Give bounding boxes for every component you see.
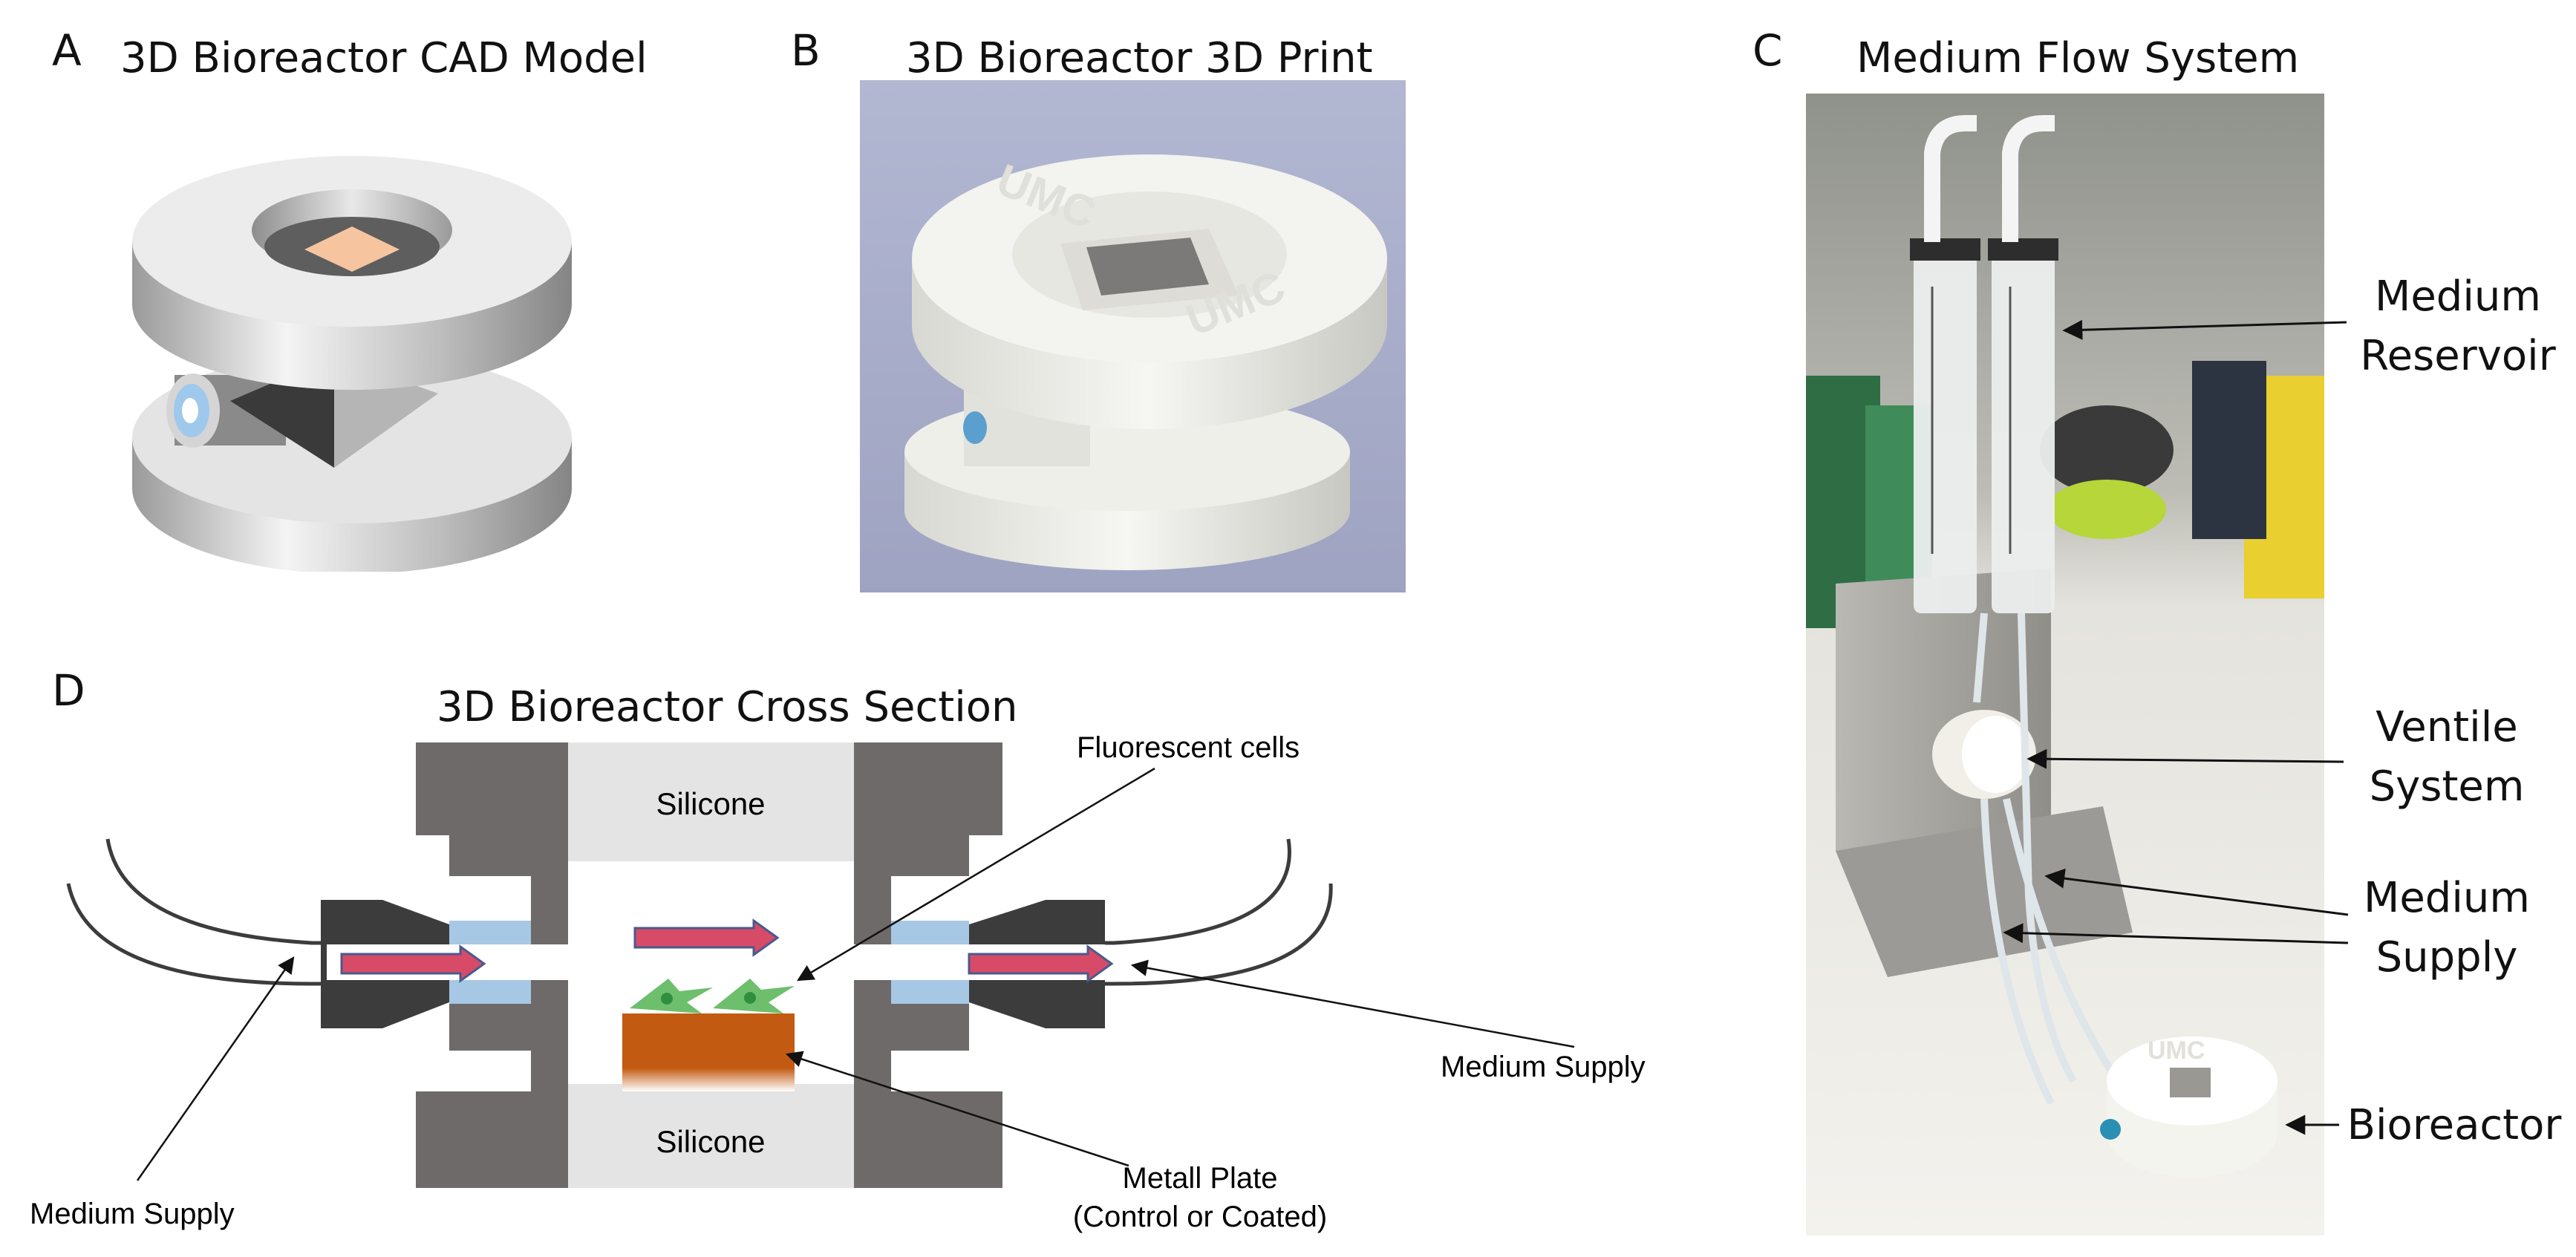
window-left-bottom <box>449 980 531 1004</box>
label-medium-supply-right: Medium Supply <box>1441 1051 1646 1083</box>
metal-plate <box>622 1013 795 1091</box>
cad-model-illustration <box>132 156 572 572</box>
cad-top-disc <box>132 156 572 390</box>
label-medium-supply-left: Medium Supply <box>30 1198 235 1230</box>
panel-letter-c: C <box>1752 25 1783 76</box>
tube-right <box>1099 838 1333 986</box>
window-left-top <box>449 921 531 944</box>
cad-sample <box>304 226 400 272</box>
label-ventile-system: Ventile System <box>2369 703 2525 811</box>
panel-d-title: 3D Bioreactor Cross Section <box>437 683 1018 731</box>
panel-a-title: 3D Bioreactor CAD Model <box>120 34 648 82</box>
silicone-top <box>568 742 854 861</box>
label-silicone-bottom: Silicone <box>656 1124 765 1159</box>
cell-nucleus-2 <box>744 992 756 1004</box>
fluorescent-cells <box>630 979 795 1013</box>
flow-arrow-left <box>340 944 486 983</box>
window-right-top <box>891 921 969 944</box>
label-fluorescent-cells: Fluorescent cells <box>1077 731 1300 764</box>
panel-letter-b: B <box>791 25 821 76</box>
tube-left <box>66 838 327 986</box>
panel-b-title: 3D Bioreactor 3D Print <box>906 34 1373 82</box>
frame-left <box>416 742 568 1188</box>
label-medium-supply-photo: Medium Supply <box>2364 874 2530 982</box>
label-metal-plate: Metall Plate <box>1123 1162 1278 1195</box>
panel-c-title: Medium Flow System <box>1856 34 2300 82</box>
label-silicone-top: Silicone <box>656 786 765 821</box>
label-medium-reservoir: Medium Reservoir <box>2360 272 2556 380</box>
flow-arrows <box>340 918 1114 983</box>
silicone-bottom <box>568 1084 854 1188</box>
bioreactor-embossed-text: UMC <box>2148 1036 2205 1065</box>
cell-nucleus-1 <box>661 993 673 1005</box>
flow-arrow-middle <box>633 918 780 957</box>
panel-letter-a: A <box>52 25 82 76</box>
panel-letter-d: D <box>52 665 85 716</box>
label-metal-plate-detail: (Control or Coated) <box>1073 1201 1327 1233</box>
window-right-bottom <box>891 980 969 1004</box>
label-bioreactor: Bioreactor <box>2347 1101 2562 1149</box>
print-photo: UMC UMC <box>860 80 1406 592</box>
flow-system-photo: UMC <box>1806 94 2324 1235</box>
flow-arrow-right <box>968 944 1114 983</box>
